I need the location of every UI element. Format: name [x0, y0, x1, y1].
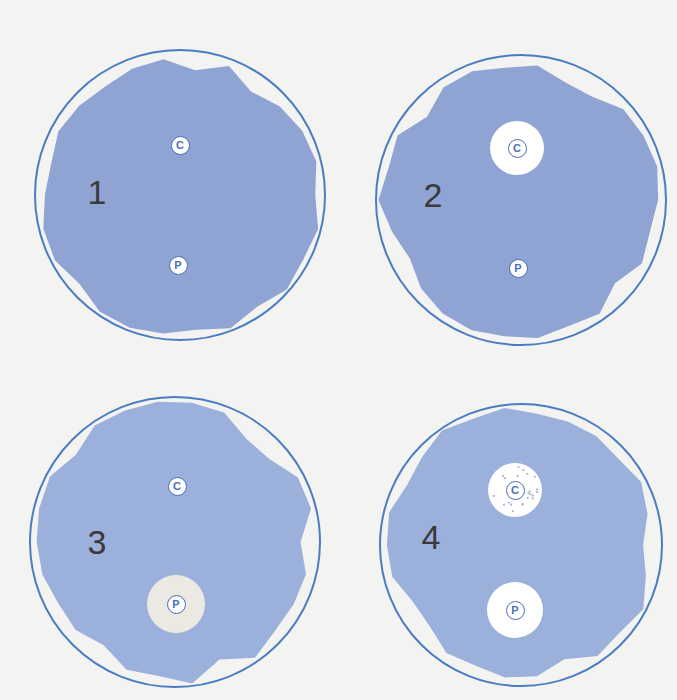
dish-drawing: [34, 49, 326, 341]
disk-letter: C: [511, 485, 519, 496]
resistant-colony: [512, 510, 514, 512]
bacterial-lawn: [43, 59, 318, 333]
bacterial-lawn: [37, 402, 311, 684]
resistant-colony: [504, 477, 506, 479]
resistant-colony: [517, 466, 519, 468]
antibiotic-disk: C: [171, 136, 190, 155]
resistant-colony: [534, 476, 536, 478]
petri-dish: 2 C P: [375, 54, 667, 346]
inhibition-zone: [490, 121, 544, 175]
resistant-colony: [526, 473, 528, 475]
inhibition-zone: [487, 582, 543, 638]
petri-dish: 4 C P: [379, 403, 663, 687]
resistant-colony: [502, 475, 504, 477]
dish-number: 3: [88, 525, 107, 559]
resistant-colony: [536, 491, 538, 493]
antibiotic-disk: C: [506, 481, 525, 500]
inhibition-zone: [488, 463, 542, 517]
resistant-colony: [532, 497, 534, 499]
resistant-colony: [528, 492, 530, 494]
dish-drawing: [29, 396, 321, 688]
dish-rim: [35, 50, 325, 340]
resistant-colony: [517, 475, 519, 477]
disk-letter: P: [511, 605, 518, 616]
disk-letter: P: [514, 263, 521, 274]
dish-number: 2: [424, 178, 443, 212]
dish-drawing: [375, 54, 667, 346]
bacterial-lawn: [378, 65, 658, 338]
disk-letter: C: [176, 140, 184, 151]
resistant-colony: [529, 490, 531, 492]
resistant-colony: [521, 503, 523, 505]
disk-letter: C: [173, 481, 181, 492]
disk-letter: P: [174, 260, 181, 271]
dish-rim: [380, 404, 662, 686]
resistant-colony: [527, 497, 529, 499]
antibiotic-disk: P: [167, 595, 186, 614]
resistant-colony: [508, 502, 510, 504]
resistant-colony: [522, 469, 524, 471]
dish-rim: [30, 397, 320, 687]
antibiotic-disk: P: [506, 601, 525, 620]
disk-letter: P: [172, 599, 179, 610]
resistant-colony: [536, 488, 538, 490]
dish-rim: [376, 55, 666, 345]
resistant-colony: [532, 494, 534, 496]
resistant-colony: [510, 504, 512, 506]
petri-dish: 3 C P: [29, 396, 321, 688]
resistant-colony: [493, 495, 495, 497]
dish-number: 4: [422, 520, 441, 554]
antibiotic-disk: P: [169, 256, 188, 275]
resistant-colony: [521, 503, 523, 505]
antibiotic-disk: C: [168, 477, 187, 496]
resistant-colony: [503, 504, 505, 506]
petri-dish: 1 C P: [34, 49, 326, 341]
bacterial-lawn: [387, 408, 648, 678]
antibiotic-disk: C: [508, 139, 527, 158]
antibiotic-disk: P: [509, 259, 528, 278]
resistant-colony: [529, 493, 531, 495]
disk-letter: C: [513, 143, 521, 154]
dish-number: 1: [88, 175, 107, 209]
inhibition-zone: [147, 575, 205, 633]
